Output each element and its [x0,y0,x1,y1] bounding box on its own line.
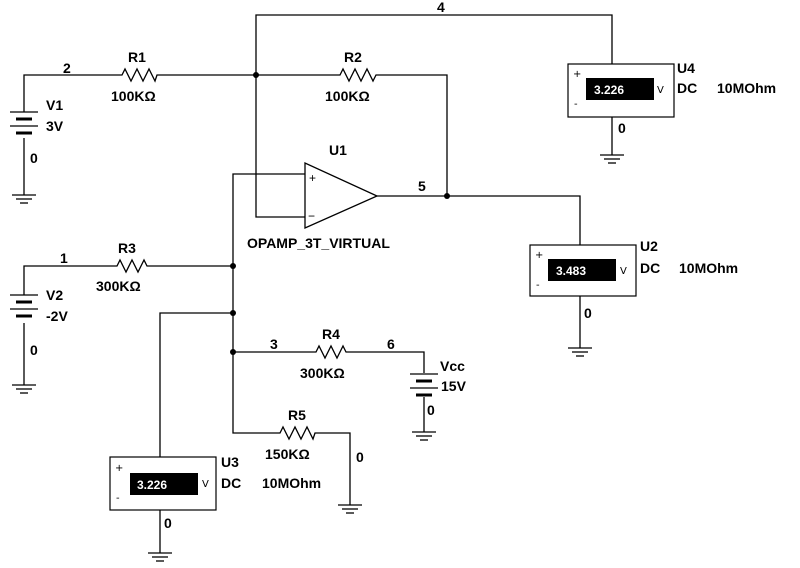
ground-symbol [600,154,624,164]
junction-node3 [230,349,236,355]
voltmeter-u2[interactable]: 3.483 V + - U2 DC 10MOhm [529,238,738,297]
net-label: 1 [60,250,68,266]
resistor-label: R2 [344,49,362,65]
meter-impedance: 10MOhm [262,475,321,491]
source-label: V1 [46,97,63,113]
ground-symbol [12,384,36,394]
resistor-value: 300KΩ [96,278,141,294]
resistor-r2[interactable]: R2 100KΩ [325,49,382,104]
meter-impedance: 10MOhm [717,80,776,96]
wire-inverting-input [255,75,305,218]
meter-unit: V [657,85,664,96]
junction-node2 [253,72,259,78]
voltmeter-u4[interactable]: 3.226 V + - U4 DC 10MOhm [567,60,776,118]
meter-minus: - [116,493,120,504]
resistor-value: 150KΩ [265,446,310,462]
meter-label: U4 [677,60,695,76]
battery-vcc[interactable]: Vcc 15V [410,358,467,397]
resistor-label: R1 [128,49,146,65]
meter-minus: - [536,280,540,291]
ground-label: 0 [164,515,172,531]
wire-r4-vcc [348,351,425,373]
ground-symbol [412,431,436,441]
meter-plus: + [115,463,123,474]
source-label: V2 [46,287,63,303]
resistor-r1[interactable]: R1 100KΩ [111,49,160,104]
source-value: 15V [441,378,467,394]
meter-minus: - [574,99,578,110]
opamp-minus-pin: − [308,209,315,223]
net-label: 4 [437,0,445,15]
junctions [230,72,450,355]
ground-symbol [148,552,172,562]
ground-label: 0 [427,402,435,418]
wire-noninverting-input [232,173,305,434]
meter-unit: V [620,266,627,277]
ground-label: 0 [584,305,592,321]
meter-reading: 3.226 [137,478,167,492]
net-label: 6 [387,336,395,352]
meter-impedance: 10MOhm [679,260,738,276]
resistor-r5[interactable]: R5 150KΩ [265,407,318,462]
ground-symbol [568,347,592,357]
net-label: 2 [63,60,71,76]
wire-r5-ground [318,432,351,505]
meter-mode: DC [221,475,241,491]
meter-unit: V [202,479,209,490]
meter-mode: DC [640,260,660,276]
ground-label: 0 [30,342,38,358]
meter-reading: 3.226 [594,83,624,97]
resistor-label: R3 [118,240,136,256]
net-label: 5 [418,178,426,194]
voltmeter-u3[interactable]: 3.226 V + - U3 DC 10MOhm [109,454,321,511]
source-value: -2V [46,308,68,324]
wires [23,14,613,553]
resistor-value: 100KΩ [325,88,370,104]
meter-plus: + [573,69,581,80]
wire-r2-out [382,74,448,196]
ground-label: 0 [356,449,364,465]
opamp-plus-pin: + [309,171,316,185]
opamp-u1[interactable]: + − U1 OPAMP_3T_VIRTUAL [247,142,390,251]
meter-label: U2 [640,238,658,254]
wire-v2-r3 [23,265,113,295]
resistor-r4[interactable]: R4 300KΩ [300,326,348,381]
resistor-value: 100KΩ [111,88,156,104]
meter-reading: 3.483 [556,264,586,278]
junction-u3 [230,310,236,316]
source-label: Vcc [440,358,465,374]
resistor-label: R4 [322,326,340,342]
meter-label: U3 [221,454,239,470]
junction-node5 [444,193,450,199]
meter-plus: + [535,250,543,261]
ground-label: 0 [30,150,38,166]
ground-label: 0 [618,120,626,136]
ground-symbol [12,194,36,204]
grounds: 0 0 0 0 0 0 0 [12,120,626,562]
net-label: 3 [270,336,278,352]
resistor-value: 300KΩ [300,365,345,381]
junction-node1 [230,263,236,269]
ground-symbol [338,504,362,514]
wire-out-u2 [447,195,581,245]
opamp-model: OPAMP_3T_VIRTUAL [247,235,390,251]
wire-node4 [255,14,613,75]
battery-v1[interactable]: V1 3V [10,97,64,135]
meter-mode: DC [677,80,697,96]
resistor-r3[interactable]: R3 300KΩ [96,240,150,294]
wire-u3 [159,312,233,457]
source-value: 3V [46,118,64,134]
opamp-label: U1 [329,142,347,158]
resistor-label: R5 [288,407,306,423]
wire-v1-r1 [23,74,117,112]
battery-v2[interactable]: V2 -2V [10,287,68,324]
net-labels: 2 4 5 1 3 6 [60,0,445,352]
